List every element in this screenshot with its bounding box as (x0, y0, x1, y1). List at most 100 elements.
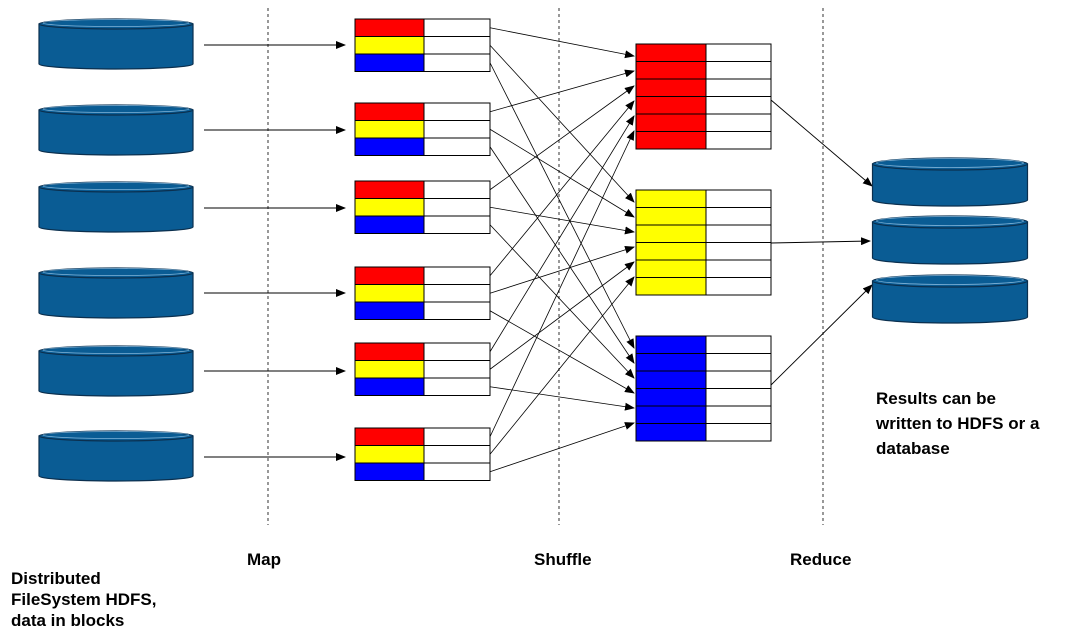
mapper-cell-empty (423, 301, 491, 320)
mapper-cell-empty (423, 462, 491, 481)
mapper-cell-red (354, 180, 425, 199)
disk-icon (38, 18, 194, 70)
reducer-cell-empty (705, 61, 772, 80)
arrow-edge (489, 386, 635, 411)
reducer-cell-blue (635, 388, 707, 407)
disk-highlight (42, 346, 190, 354)
arrow-edge (770, 99, 873, 187)
disk-body (38, 350, 194, 397)
reducer-cell-red (635, 96, 707, 115)
mapper-cell-blue (354, 53, 425, 72)
arrow-edge (489, 115, 635, 352)
reducer-cell-empty (705, 423, 772, 442)
disk-icon (38, 345, 194, 397)
reducer-cell-yellow (635, 224, 707, 243)
arrow-edge (489, 310, 635, 394)
mapper-cell-empty (423, 360, 491, 379)
source-note-line-2: FileSystem HDFS, (11, 590, 157, 609)
reducer-cell-yellow (635, 277, 707, 296)
mapper-table (354, 266, 491, 320)
arrow-edge (489, 85, 635, 191)
mapper-cell-red (354, 427, 425, 446)
disk-body (38, 186, 194, 233)
reducer-cell-empty (705, 370, 772, 389)
reducer-table-blue (635, 335, 772, 442)
arrow-edge (489, 224, 635, 379)
disk-highlight (876, 158, 1024, 168)
disk-highlight (876, 275, 1024, 285)
mapper-table (354, 102, 491, 156)
arrow-edge (489, 422, 635, 473)
reducer-cell-empty (705, 96, 772, 115)
mapper-cell-blue (354, 215, 425, 234)
arrow-edge (489, 27, 635, 59)
mapper-cell-empty (423, 266, 491, 285)
disk-highlight (42, 19, 190, 27)
results-note: Results can be written to HDFS or a data… (876, 386, 1039, 461)
disk-body (871, 163, 1029, 207)
reducer-cell-empty (705, 189, 772, 208)
arrow-edge (489, 62, 635, 349)
mapper-cell-yellow (354, 36, 425, 55)
mapper-cell-empty (423, 53, 491, 72)
disk-icon (871, 157, 1029, 207)
mapper-cell-red (354, 266, 425, 285)
disk-icon (871, 215, 1029, 265)
mapper-cell-empty (423, 18, 491, 37)
reducer-cell-empty (705, 224, 772, 243)
reducer-cell-yellow (635, 242, 707, 261)
connection-arrows (204, 27, 873, 473)
mapper-cell-empty (423, 445, 491, 464)
mapper-cell-empty (423, 120, 491, 139)
mapper-tables (354, 18, 491, 481)
mapper-cell-yellow (354, 198, 425, 217)
arrow-edge (489, 44, 635, 203)
mapper-cell-yellow (354, 120, 425, 139)
mapper-cell-empty (423, 377, 491, 396)
arrow-edge (489, 128, 635, 218)
mapper-cell-red (354, 102, 425, 121)
reducer-cell-empty (705, 335, 772, 354)
disk-icon (38, 104, 194, 156)
reducer-cell-empty (705, 207, 772, 226)
arrow-edge (489, 130, 635, 437)
reducer-cell-yellow (635, 189, 707, 208)
mapper-table (354, 18, 491, 72)
phase-label-map: Map (247, 550, 281, 569)
disk-highlight (42, 268, 190, 276)
output-disks (871, 157, 1029, 324)
reducer-cell-empty (705, 113, 772, 132)
mapper-cell-blue (354, 137, 425, 156)
disk-icon (871, 274, 1029, 324)
mapper-cell-blue (354, 462, 425, 481)
reducer-cell-blue (635, 423, 707, 442)
arrow-edge (489, 69, 635, 113)
reducer-cell-blue (635, 405, 707, 424)
mapper-cell-empty (423, 342, 491, 361)
disk-icon (38, 267, 194, 319)
mapper-cell-yellow (354, 445, 425, 464)
mapper-table (354, 427, 491, 481)
disk-body (38, 272, 194, 319)
mapper-cell-blue (354, 377, 425, 396)
mapper-cell-empty (423, 180, 491, 199)
phase-dividers (267, 8, 824, 525)
disk-body (38, 435, 194, 482)
source-note-line-1: Distributed (11, 569, 101, 588)
disk-body (871, 280, 1029, 324)
reducer-cell-yellow (635, 207, 707, 226)
reducer-cell-red (635, 61, 707, 80)
arrow-edge (489, 276, 635, 455)
reducer-cell-red (635, 131, 707, 150)
results-note-line-2: written to HDFS or a (876, 414, 1040, 433)
reducer-tables (635, 43, 772, 442)
input-disks (38, 18, 194, 482)
reducer-cell-blue (635, 353, 707, 372)
mapper-cell-empty (423, 427, 491, 446)
mapper-cell-yellow (354, 360, 425, 379)
reducer-table-red (635, 43, 772, 150)
mapper-table (354, 342, 491, 396)
reducer-cell-empty (705, 43, 772, 62)
reducer-cell-red (635, 113, 707, 132)
